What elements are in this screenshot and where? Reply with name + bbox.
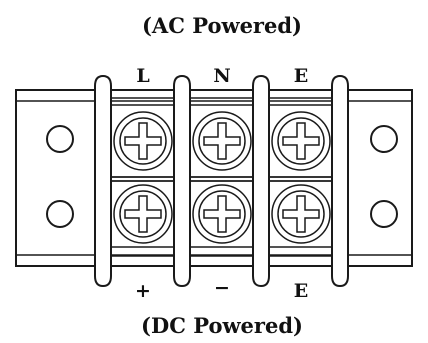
separator-barrier [94, 74, 112, 288]
separator-barrier [173, 74, 191, 288]
mounting-hole-icon [46, 125, 74, 153]
mounting-hole-icon [370, 125, 398, 153]
label-bottom-minus: − [214, 277, 230, 299]
phillips-screw-icon [267, 180, 335, 248]
title-ac-powered: (AC Powered) [142, 13, 302, 38]
label-top-e: E [294, 65, 308, 87]
separator-barrier [252, 74, 270, 288]
label-bottom-e: E [294, 280, 308, 302]
mounting-hole-icon [46, 200, 74, 228]
label-bottom-plus: + [135, 280, 151, 302]
title-dc-powered: (DC Powered) [141, 313, 303, 338]
label-top-l: L [136, 65, 149, 87]
separator-barrier [331, 74, 349, 288]
label-top-n: N [213, 65, 230, 87]
mounting-hole-icon [370, 200, 398, 228]
